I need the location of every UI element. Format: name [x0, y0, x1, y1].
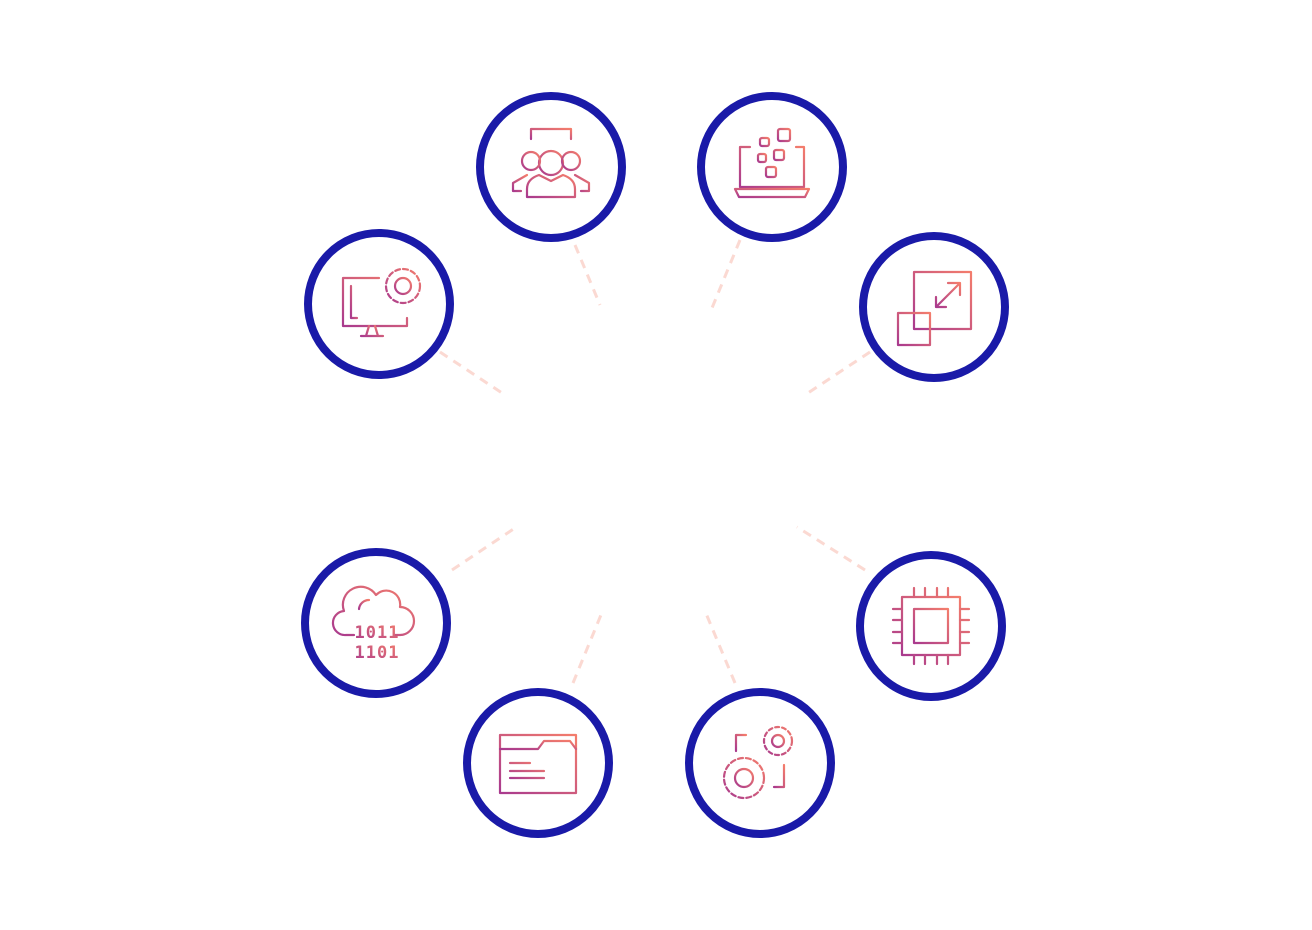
node-user-group[interactable]	[476, 92, 626, 242]
connector	[573, 244, 602, 306]
node-monitor-gear[interactable]	[304, 229, 454, 379]
node-cloud-binary[interactable]: 1011 1101	[301, 548, 451, 698]
node-ring	[463, 688, 613, 838]
node-ring	[304, 229, 454, 379]
connector	[571, 609, 605, 684]
connector	[439, 350, 506, 397]
node-ring	[859, 232, 1009, 382]
connector	[451, 526, 516, 572]
node-ring	[856, 551, 1006, 701]
laptop-blocks-icon	[733, 127, 811, 199]
gears-process-icon	[722, 725, 794, 800]
connector	[703, 610, 737, 684]
node-laptop-blocks[interactable]	[697, 92, 847, 242]
node-cpu-chip[interactable]	[856, 551, 1006, 701]
connector	[710, 239, 742, 309]
binary-line: 1011	[355, 623, 400, 643]
browser-window-icon	[498, 733, 578, 795]
connector	[796, 525, 866, 572]
connector	[804, 350, 871, 397]
user-group-icon	[511, 127, 591, 199]
node-ring	[476, 92, 626, 242]
cloud-binary-icon: 1011 1101	[331, 585, 416, 663]
monitor-gear-icon	[341, 267, 422, 338]
node-ring	[301, 548, 451, 698]
node-ring	[685, 688, 835, 838]
binary-line: 1101	[355, 643, 400, 663]
node-gears-process[interactable]	[685, 688, 835, 838]
cpu-chip-icon	[891, 586, 971, 666]
scale-expand-icon	[896, 270, 973, 347]
node-scale-expand[interactable]	[859, 232, 1009, 382]
node-browser-window[interactable]	[463, 688, 613, 838]
connectors	[439, 239, 871, 684]
